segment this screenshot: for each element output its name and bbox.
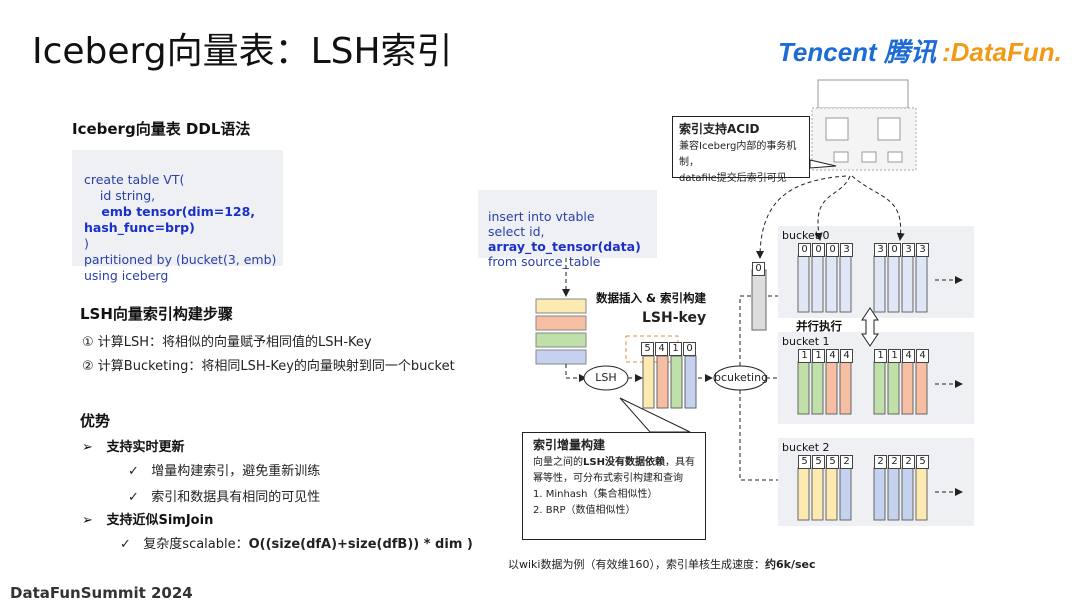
input-row [535, 349, 587, 365]
sql-line: select id, [488, 224, 545, 239]
complexity-formula: O((size(dfA)+size(dfB)) * dim ) [248, 537, 473, 552]
bucket-label: bucket 0 [782, 229, 830, 242]
bucket-0-bars [797, 255, 928, 313]
lsh-key-cell: 5 [641, 342, 654, 356]
acid-line: datafile提交后索引可见 [679, 173, 787, 184]
tencent-logo: Tencent 腾讯 [778, 37, 936, 67]
ddl-code-block: create table VT( id string, emb tensor(d… [72, 150, 283, 283]
bucket-cell: 3 [916, 243, 929, 257]
bucket-cell: 0 [826, 243, 839, 257]
sql-line: array_to_tensor(data) [488, 239, 641, 254]
advantage-item-text: 复杂度scalable： [143, 537, 249, 552]
bucket-cell: 3 [840, 243, 853, 257]
incremental-bold: LSH没有数据依赖 [583, 457, 665, 468]
advantage-group-title: 支持近似SimJoin [106, 513, 214, 528]
single-bar [751, 269, 767, 331]
ddl-line: using iceberg [84, 268, 169, 283]
advantage-group: ➢ 支持近似SimJoin [82, 513, 214, 528]
bucket-cell: 3 [874, 243, 887, 257]
caption-speed: 约6k/sec [764, 558, 816, 571]
bucket-cell: 2 [902, 455, 915, 469]
incremental-item: 1. Minhash（集合相似性） [533, 489, 658, 500]
advantage-group: ➢ 支持实时更新 [82, 440, 185, 455]
advantage-item: ✓ 索引和数据具有相同的可见性 [128, 490, 321, 505]
insert-build-label: 数据插入 & 索引构建 [596, 291, 707, 305]
sql-line: insert into vtable [488, 209, 595, 224]
parallel-label: 并行执行 [796, 319, 842, 333]
page-title: Iceberg向量表：LSH索引 [32, 31, 453, 72]
step-item: ① 计算LSH：将相似的向量赋予相同值的LSH-Key [82, 335, 372, 350]
bucket-cell: 0 [798, 243, 811, 257]
lsh-key-cell: 0 [683, 342, 696, 356]
incremental-item: 2. BRP（数值相似性） [533, 505, 636, 516]
bucket-cell: 1 [812, 349, 825, 363]
advantage-group-title: 支持实时更新 [106, 440, 185, 455]
ddl-heading: Iceberg向量表 DDL语法 [72, 120, 251, 138]
bucket-cell: 2 [840, 455, 853, 469]
incremental-line: 幂等性，可分布式索引构建和查询 [533, 473, 683, 484]
sql-line: from source_table [488, 254, 601, 269]
caption-text: 以wiki数据为例（有效维160），索引单核生成速度： [508, 558, 765, 571]
single-cell: 0 [752, 262, 765, 276]
input-row [535, 332, 587, 348]
lsh-node-label: LSH [595, 371, 617, 384]
advantages-heading: 优势 [80, 412, 111, 430]
bucket-label: bucket 2 [782, 441, 830, 454]
bucket-cell: 4 [902, 349, 915, 363]
incremental-line: 向量之间的LSH没有数据依赖，具有 [533, 455, 695, 471]
bucket-cell: 3 [902, 243, 915, 257]
advantage-item-text: 索引和数据具有相同的可见性 [151, 490, 321, 505]
bucket-cell: 2 [888, 455, 901, 469]
bucket-cell: 1 [874, 349, 887, 363]
bucket-cell: 5 [812, 455, 825, 469]
lsh-key-label: LSH-key [642, 310, 707, 326]
ddl-line: emb tensor(dim=128, [84, 204, 256, 219]
logo: Tencent 腾讯:DataFun. [778, 32, 1062, 69]
ddl-line: ) [84, 236, 89, 251]
acid-title: 索引支持ACID [679, 122, 760, 136]
advantage-item-text: 增量构建索引，避免重新训练 [151, 464, 321, 479]
ddl-line: create table VT( [84, 172, 185, 187]
bucketing-node-label: bcuketing [714, 371, 769, 384]
datafun-logo: :DataFun. [941, 37, 1062, 67]
incremental-text: ，具有 [664, 457, 695, 468]
bucket-label: bucket 1 [782, 335, 830, 348]
acid-callout: 索引支持ACID 兼容Iceberg内部的事务机制， datafile提交后索引… [672, 116, 810, 184]
input-row [535, 298, 587, 314]
architecture-thumbnail [811, 79, 917, 171]
ddl-line: hash_func=brp) [84, 220, 195, 235]
ddl-line: id string, [84, 188, 156, 203]
ddl-line: partitioned by (bucket(3, emb) [84, 252, 277, 267]
bucket-cell: 1 [888, 349, 901, 363]
bucket-cell: 0 [888, 243, 901, 257]
performance-caption: 以wiki数据为例（有效维160），索引单核生成速度：约6k/sec [508, 556, 816, 572]
input-row [535, 315, 587, 331]
bucket-cell: 1 [798, 349, 811, 363]
bucket-cell: 5 [826, 455, 839, 469]
incremental-title: 索引增量构建 [533, 438, 606, 452]
bucket-cell: 4 [916, 349, 929, 363]
bucket-cell: 4 [826, 349, 839, 363]
bucket-cell: 5 [798, 455, 811, 469]
bucket-cell: 5 [916, 455, 929, 469]
bucket-cell: 4 [840, 349, 853, 363]
lsh-key-cell: 1 [669, 342, 682, 356]
step-item: ② 计算Bucketing：将相同LSH-Key的向量映射到同一个bucket [82, 359, 455, 374]
incremental-callout: 索引增量构建 向量之间的LSH没有数据依赖，具有 幂等性，可分布式索引构建和查询… [522, 432, 706, 540]
acid-line: 兼容Iceberg内部的事务机制， [679, 141, 797, 168]
steps-heading: LSH向量索引构建步骤 [80, 305, 233, 323]
parallel-arrow [861, 307, 879, 347]
advantage-item: ✓ 增量构建索引，避免重新训练 [128, 464, 321, 479]
incremental-text: 向量之间的 [533, 457, 583, 468]
footer-text: DataFunSummit 2024 [10, 584, 193, 602]
lsh-key-cell: 4 [655, 342, 668, 356]
bucket-cell: 0 [812, 243, 825, 257]
advantage-item: ✓ 复杂度scalable：O((size(dfA)+size(dfB)) * … [120, 537, 473, 552]
bucket-cell: 2 [874, 455, 887, 469]
